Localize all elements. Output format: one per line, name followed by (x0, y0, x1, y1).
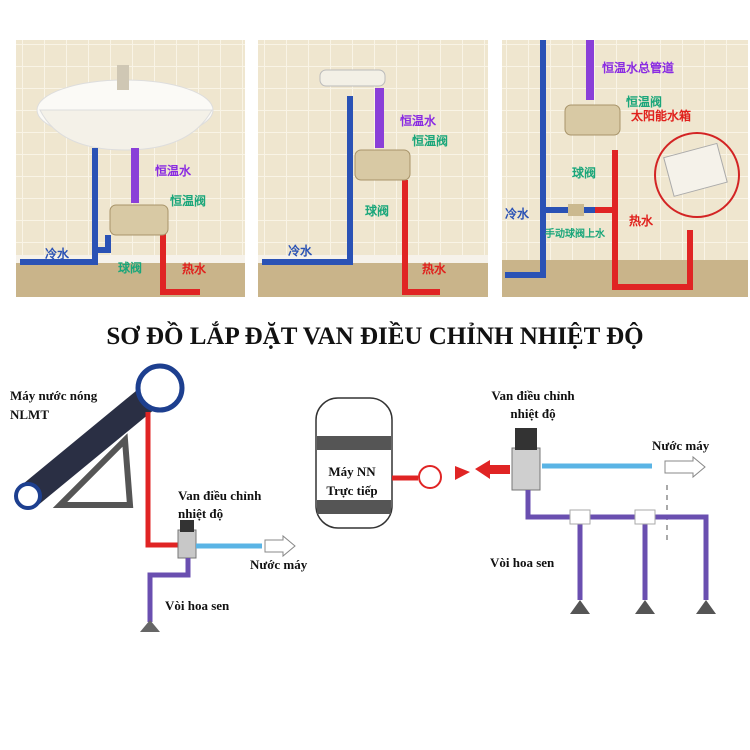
svg-text:Nước máy: Nước máy (652, 438, 710, 453)
svg-text:Vòi hoa sen: Vòi hoa sen (165, 598, 230, 613)
collector-tank (135, 363, 185, 413)
svg-text:冷水: 冷水 (505, 206, 530, 221)
svg-text:恒温阀: 恒温阀 (626, 94, 662, 109)
svg-text:手动球阀上水: 手动球阀上水 (545, 227, 606, 240)
shower-head-icon (140, 620, 160, 632)
svg-text:恒温阀: 恒温阀 (412, 133, 448, 148)
solar-collector (21, 377, 169, 506)
svg-text:nhiệt độ: nhiệt độ (178, 506, 223, 521)
mixed-pipe (586, 40, 594, 100)
inflow-arrow-icon (264, 534, 296, 558)
svg-text:球阀: 球阀 (365, 203, 389, 218)
svg-text:Trực tiếp: Trực tiếp (326, 483, 377, 498)
svg-text:太阳能水箱: 太阳能水箱 (631, 108, 691, 123)
svg-text:恒温阀: 恒温阀 (170, 193, 206, 208)
right-diagram: Máy NN Trực tiếp Van điều chỉnh nhiệt độ… (315, 388, 716, 614)
svg-text:Van điều chỉnh: Van điều chỉnh (178, 488, 262, 503)
inflow-arrow-icon (664, 455, 706, 479)
thermostatic-valve (177, 529, 197, 559)
svg-text:Máy nước nóng: Máy nước nóng (10, 388, 98, 403)
svg-text:nhiệt độ: nhiệt độ (510, 406, 555, 421)
svg-text:热水: 热水 (182, 261, 207, 276)
panel-solar-main: 恒温水总管道 恒温阀 太阳能水箱 球阀 冷水 手动球阀上水 热水 (502, 40, 748, 297)
svg-text:Van điều chỉnh: Van điều chỉnh (491, 388, 575, 403)
mixed-pipe (147, 558, 191, 622)
svg-text:恒温水总管道: 恒温水总管道 (602, 60, 674, 75)
cold-pipe (20, 148, 98, 265)
thermostatic-valve (511, 447, 541, 491)
direct-heater (315, 397, 393, 529)
shower-head-icon (635, 600, 655, 614)
panel-washbasin: 恒温水 恒温阀 球阀 冷水 热水 (16, 40, 245, 297)
faucet (117, 65, 129, 90)
svg-text:球阀: 球阀 (572, 165, 596, 180)
hot-pipe (145, 412, 178, 548)
svg-text:热水: 热水 (629, 213, 654, 228)
hot-pipe (595, 150, 693, 290)
svg-text:Vòi hoa sen: Vòi hoa sen (490, 555, 555, 570)
svg-text:热水: 热水 (422, 261, 447, 276)
svg-text:冷水: 冷水 (288, 243, 313, 258)
svg-text:NLMT: NLMT (10, 407, 49, 422)
page-title: SƠ ĐỒ LẮP ĐẶT VAN ĐIỀU CHỈNH NHIỆT ĐỘ (106, 321, 643, 350)
mixed-pipe (525, 490, 709, 600)
thermostatic-valve (354, 149, 411, 181)
shower-head-icon (570, 600, 590, 614)
hot-arrow-icon (475, 460, 510, 479)
svg-text:恒温水: 恒温水 (155, 163, 192, 178)
cold-pipe (505, 40, 546, 278)
solar-tank-icon (654, 132, 740, 218)
svg-text:球阀: 球阀 (118, 260, 142, 275)
mixed-pipe (375, 88, 384, 148)
svg-text:Nước máy: Nước máy (250, 557, 308, 572)
left-diagram: Máy nước nóng NLMT Van điều chỉnh nhiệt … (10, 363, 308, 632)
hot-pipe (402, 180, 440, 295)
hot-pipe (160, 230, 200, 295)
thermostatic-valve (564, 104, 621, 136)
thermostatic-valve (109, 204, 169, 236)
svg-text:Máy NN: Máy NN (328, 464, 376, 479)
cold-pipe (262, 96, 353, 265)
svg-text:冷水: 冷水 (45, 246, 70, 261)
shower-head-icon (696, 600, 716, 614)
collector-frame (52, 433, 134, 508)
panel-shower: 恒温水 恒温阀 球阀 冷水 热水 (258, 40, 488, 297)
svg-text:恒温水: 恒温水 (400, 113, 437, 128)
shower-mixer (319, 69, 386, 87)
mixed-pipe (131, 148, 139, 203)
